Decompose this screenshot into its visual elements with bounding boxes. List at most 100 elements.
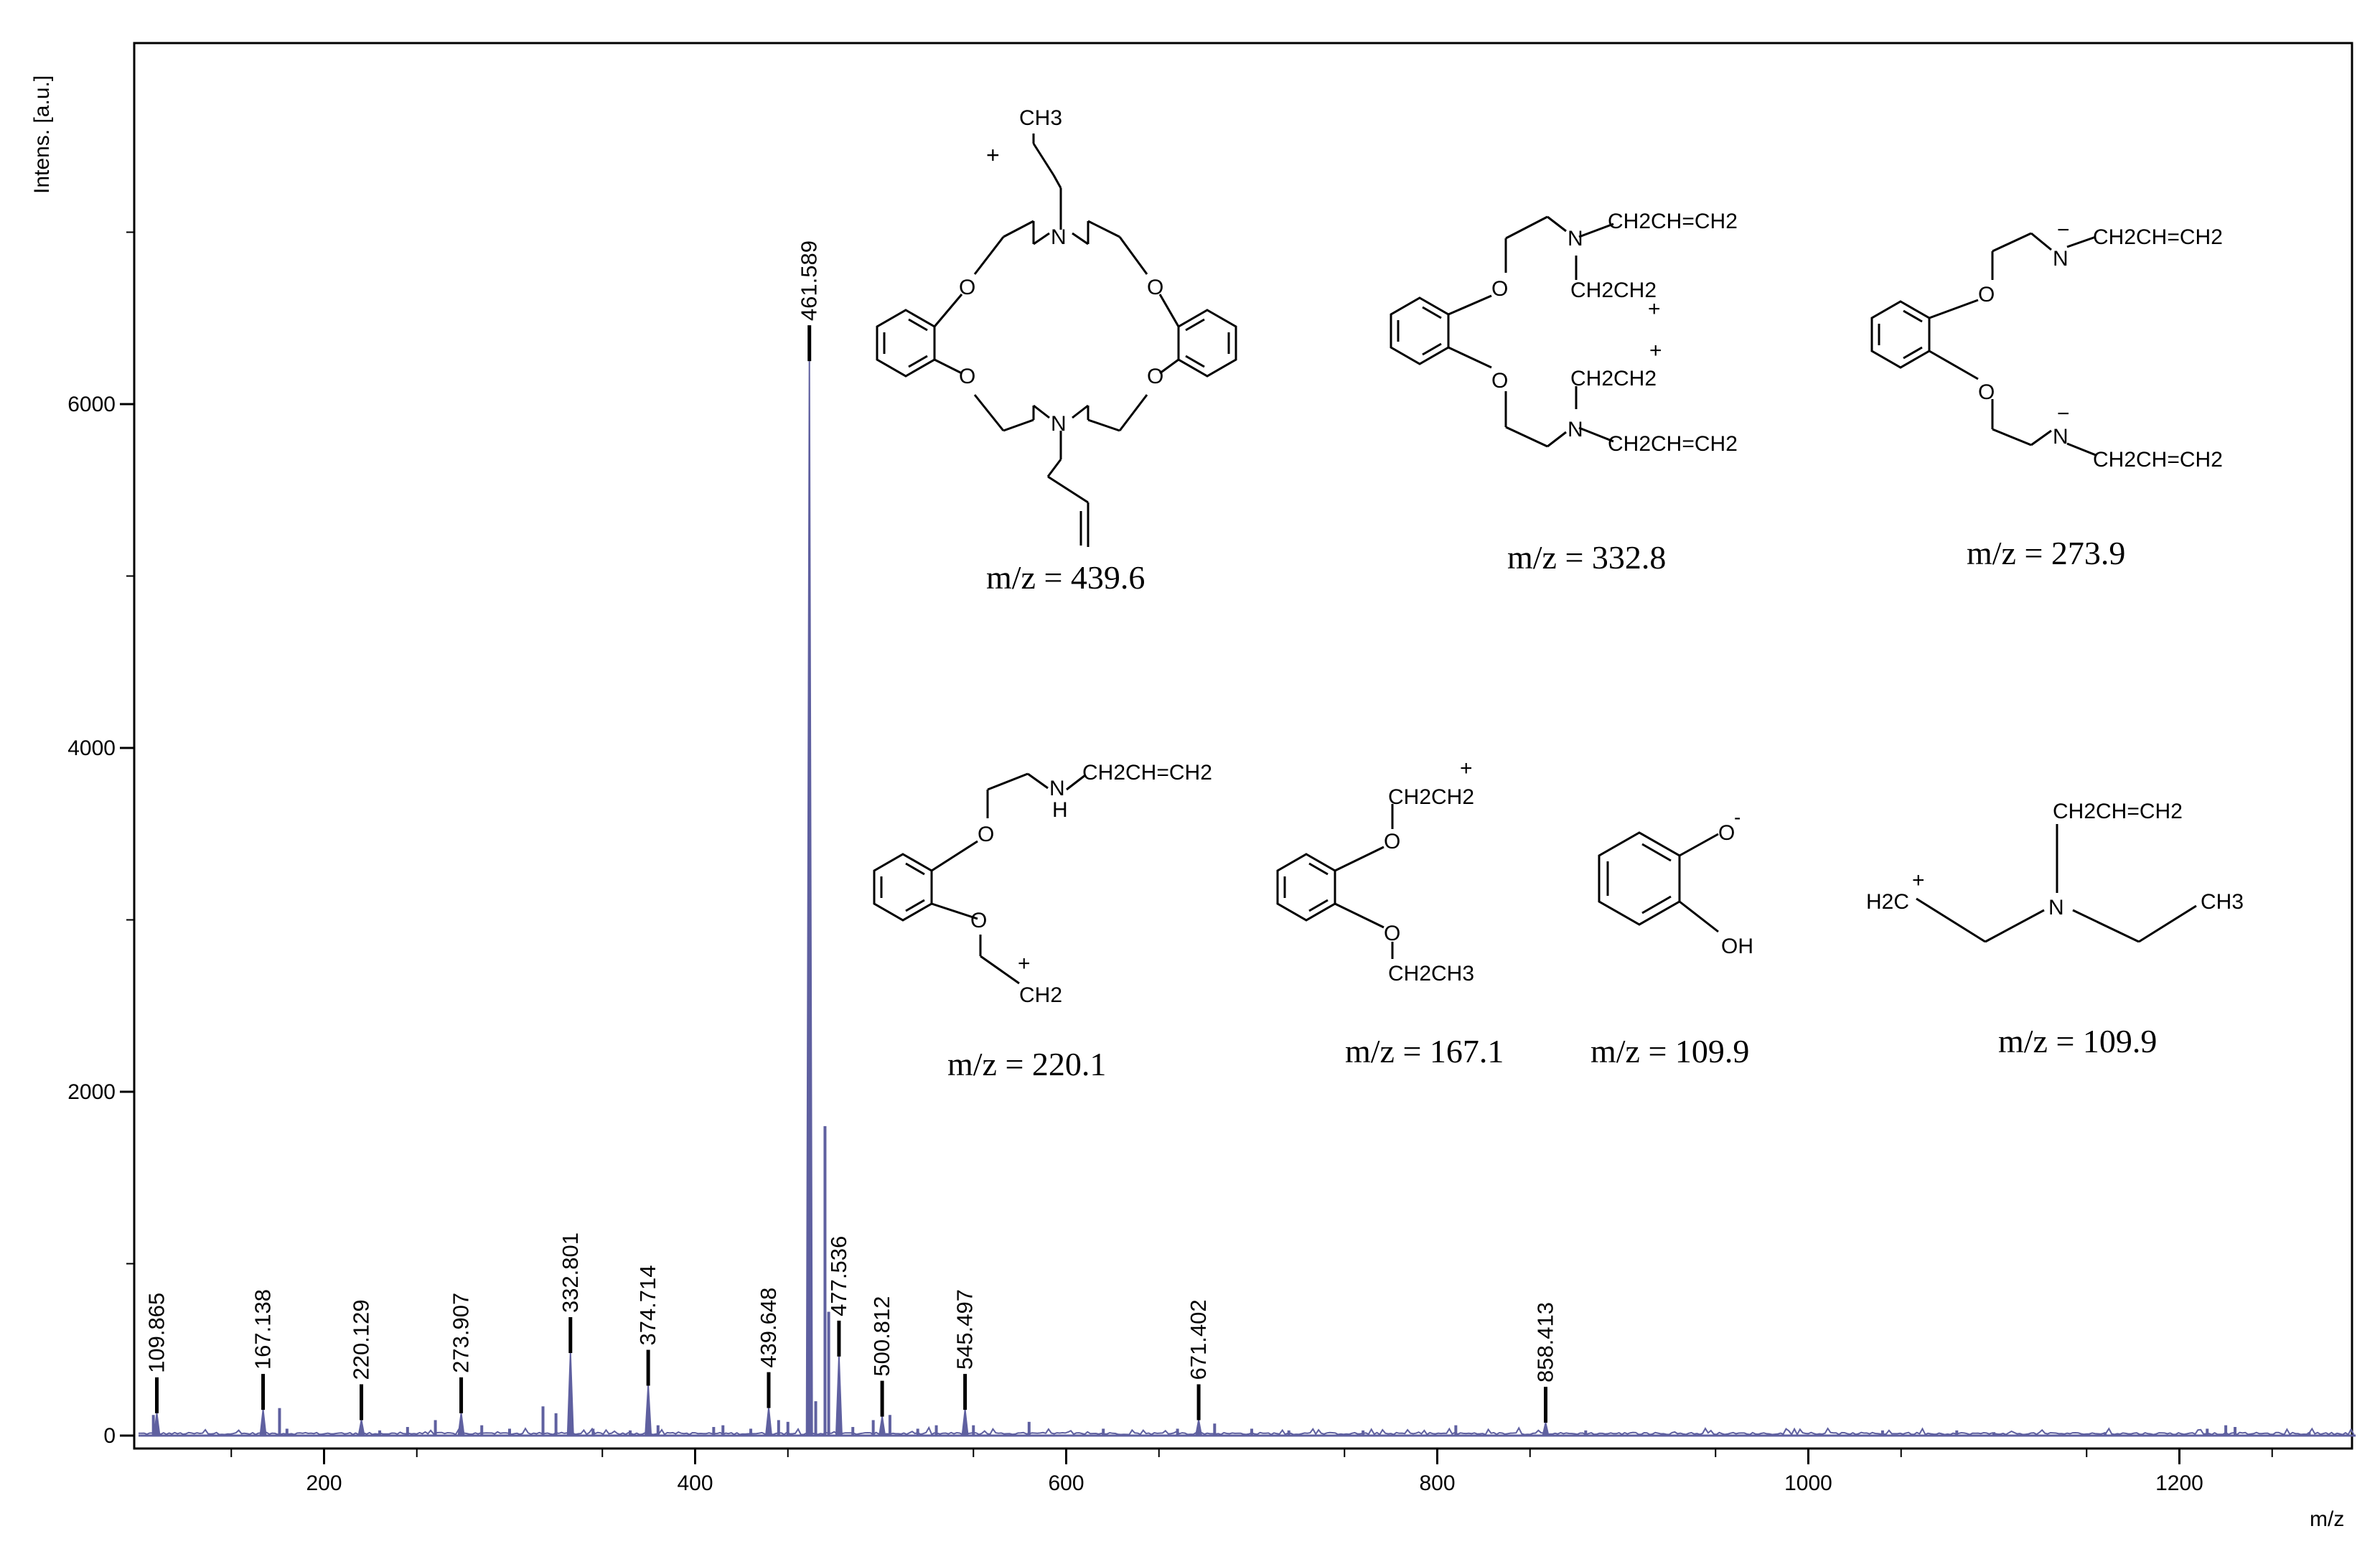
- peak-label-109.865: 109.865: [144, 1293, 169, 1373]
- plus-sign-7: +: [1912, 869, 1925, 892]
- x-tick-label-600: 600: [1048, 1471, 1084, 1495]
- peak-332.801: [566, 1353, 574, 1436]
- annotation-273-9: m/z = 273.9: [1967, 535, 2125, 571]
- structure-332-8: [1390, 215, 1614, 448]
- o-atom-11: O: [1384, 830, 1400, 853]
- peak-label-439.648: 439.648: [756, 1288, 781, 1368]
- peak-273.907: [457, 1413, 465, 1436]
- o-atom-10: O: [970, 909, 987, 932]
- annotation-439-6: m/z = 439.6: [986, 559, 1145, 596]
- peak-label-332.801: 332.801: [558, 1232, 583, 1313]
- x-tick-label-800: 800: [1419, 1471, 1455, 1495]
- allyl-top-7: CH2CH=CH2: [2053, 800, 2183, 823]
- peak-858.413: [1542, 1422, 1550, 1436]
- h-atom: H: [1052, 798, 1068, 822]
- peak-167.138: [259, 1409, 267, 1436]
- peak-label-500.812: 500.812: [869, 1296, 894, 1377]
- peak-label-545.497: 545.497: [952, 1289, 978, 1370]
- peak-500.812: [878, 1416, 886, 1436]
- peak-label-671.402: 671.402: [1186, 1299, 1211, 1380]
- n-atom-8: N: [2053, 425, 2069, 449]
- n-atom-9: N: [1049, 777, 1065, 800]
- y-tick-label-4000: 4000: [67, 736, 116, 760]
- allyl-bottom-2: CH2CH=CH2: [1608, 432, 1738, 456]
- structure-273-9: [1870, 232, 2096, 457]
- ethyl-cation: CH2CH2: [1388, 785, 1474, 809]
- peak-label-220.129: 220.129: [349, 1299, 374, 1380]
- n-atom-top: N: [1051, 225, 1067, 249]
- allyl-top-2: CH2CH=CH2: [1608, 210, 1738, 233]
- plus-sign-3: +: [1649, 339, 1662, 362]
- o-atom-13: O: [1718, 821, 1735, 845]
- ethoxy-group: CH2CH3: [1388, 962, 1474, 986]
- plot-frame: [133, 42, 2353, 1450]
- minus-sign-2: −: [2057, 402, 2070, 426]
- peak-109.865: [153, 1413, 161, 1436]
- methyl-group: CH3: [2201, 890, 2244, 914]
- annotation-109-9-b: m/z = 109.9: [1998, 1023, 2157, 1059]
- ethyl-2: CH2CH2: [1570, 367, 1657, 390]
- allyl-top-4: CH2CH=CH2: [1082, 761, 1212, 785]
- peak-label-273.907: 273.907: [449, 1293, 474, 1373]
- peak-545.497: [961, 1409, 969, 1436]
- peak-374.714: [645, 1385, 652, 1436]
- y-tick-label-0: 0: [103, 1424, 116, 1448]
- oh-group: OH: [1721, 935, 1753, 958]
- x-tick-label-1000: 1000: [1784, 1471, 1832, 1495]
- ch2-group: CH2: [1019, 983, 1062, 1007]
- o-atom-3: O: [959, 365, 975, 388]
- peak-220.129: [357, 1420, 365, 1436]
- x-tick-label-200: 200: [306, 1471, 342, 1495]
- o-atom-7: O: [1978, 283, 1995, 306]
- peak-671.402: [1194, 1420, 1203, 1436]
- plus-sign-5: +: [1460, 757, 1473, 780]
- y-tick-label-2000: 2000: [67, 1080, 116, 1104]
- peak-label-167.138: 167.138: [250, 1289, 276, 1370]
- o-atom-9: O: [978, 823, 994, 846]
- structure-167-1: [1276, 804, 1394, 959]
- n-atom-14: N: [2048, 896, 2064, 919]
- o-atom-5: O: [1491, 277, 1508, 301]
- o-atom-2: O: [1147, 276, 1163, 299]
- minus-sign-1: −: [2057, 218, 2070, 242]
- o-atom-4: O: [1147, 365, 1163, 388]
- structure-439-6: [876, 134, 1237, 547]
- structure-220-1: [873, 772, 1086, 985]
- structure-109-9-phenol: [1598, 831, 1719, 933]
- n-atom-bottom: N: [1051, 412, 1067, 436]
- plus-sign-2: +: [1648, 297, 1661, 321]
- ethyl-1: CH2CH2: [1570, 279, 1657, 302]
- x-axis-label: m/z: [2310, 1507, 2344, 1531]
- y-tick-label-6000: 6000: [67, 393, 116, 416]
- minus-sign-3: -: [1734, 806, 1741, 828]
- n-atom-7: N: [2053, 247, 2069, 271]
- o-atom-12: O: [1384, 922, 1400, 945]
- peak-label-858.413: 858.413: [1532, 1302, 1557, 1382]
- plus-sign: +: [986, 142, 1000, 168]
- peak-439.648: [764, 1408, 773, 1436]
- peak-label-461.589: 461.589: [797, 240, 822, 321]
- o-atom-8: O: [1978, 380, 1995, 404]
- allyl-top-3: CH2CH=CH2: [2093, 225, 2223, 249]
- peak-label-477.536: 477.536: [826, 1236, 851, 1316]
- annotation-332-8: m/z = 332.8: [1507, 539, 1666, 576]
- peak-label-374.714: 374.714: [635, 1265, 660, 1345]
- allyl-bottom-3: CH2CH=CH2: [2093, 448, 2223, 472]
- annotation-109-9-a: m/z = 109.9: [1590, 1033, 1749, 1070]
- ch3-group: CH3: [1019, 106, 1062, 130]
- x-tick-label-400: 400: [677, 1471, 713, 1495]
- o-atom-1: O: [959, 276, 975, 299]
- n-atom-5: N: [1568, 227, 1583, 251]
- annotation-167-1: m/z = 167.1: [1345, 1033, 1504, 1070]
- o-atom-6: O: [1491, 369, 1508, 393]
- structure-109-9-amine: [1916, 824, 2197, 943]
- annotation-220-1: m/z = 220.1: [947, 1046, 1106, 1082]
- plus-sign-4: +: [1018, 952, 1031, 975]
- y-axis-label: Intens. [a.u.]: [30, 75, 54, 194]
- n-atom-6: N: [1568, 418, 1583, 441]
- peak-477.536: [835, 1356, 843, 1436]
- x-tick-label-1200: 1200: [2155, 1471, 2203, 1495]
- spectrum-baseline: [139, 1426, 2355, 1436]
